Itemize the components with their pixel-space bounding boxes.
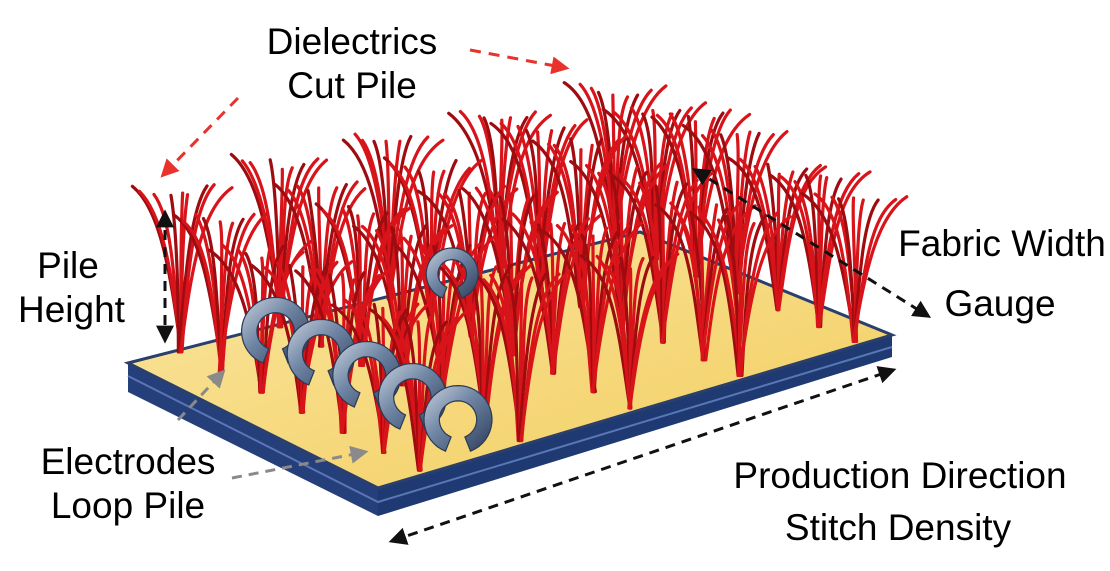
electrodes-line1: Electrodes <box>40 441 216 482</box>
dielectrics-left-arrow <box>160 96 240 178</box>
pile-height-line1: Pile <box>37 245 99 286</box>
dielectrics-right-arrow <box>469 48 570 75</box>
electrodes-line2: Loop Pile <box>50 485 206 526</box>
loop-pile-ring <box>425 247 479 299</box>
dielectrics-label: Dielectrics Cut Pile <box>262 20 442 108</box>
dielectrics-title: Dielectrics <box>266 21 438 62</box>
pile-height-line2: Height <box>18 289 125 330</box>
arrows <box>156 48 932 545</box>
fabric-width-label: Fabric Width <box>898 223 1106 264</box>
gauge-label: Gauge <box>944 283 1056 324</box>
pile-height-label: Pile Height <box>18 244 125 332</box>
dielectrics-subtitle: Cut Pile <box>287 65 417 106</box>
electrodes-arrow-2 <box>231 445 369 480</box>
stitch-density-label: Stitch Density <box>784 507 1012 548</box>
electrodes-label: Electrodes Loop Pile <box>28 440 228 528</box>
fabric-width-arrow <box>691 168 932 318</box>
production-direction-label: Production Direction <box>733 455 1067 496</box>
cut-pile-tuft <box>341 132 445 301</box>
cut-pile-tuft <box>610 171 714 344</box>
electrodes-arrow-1 <box>176 369 226 422</box>
production-direction-arrow <box>388 366 897 545</box>
cut-pile-tuft <box>130 183 234 354</box>
